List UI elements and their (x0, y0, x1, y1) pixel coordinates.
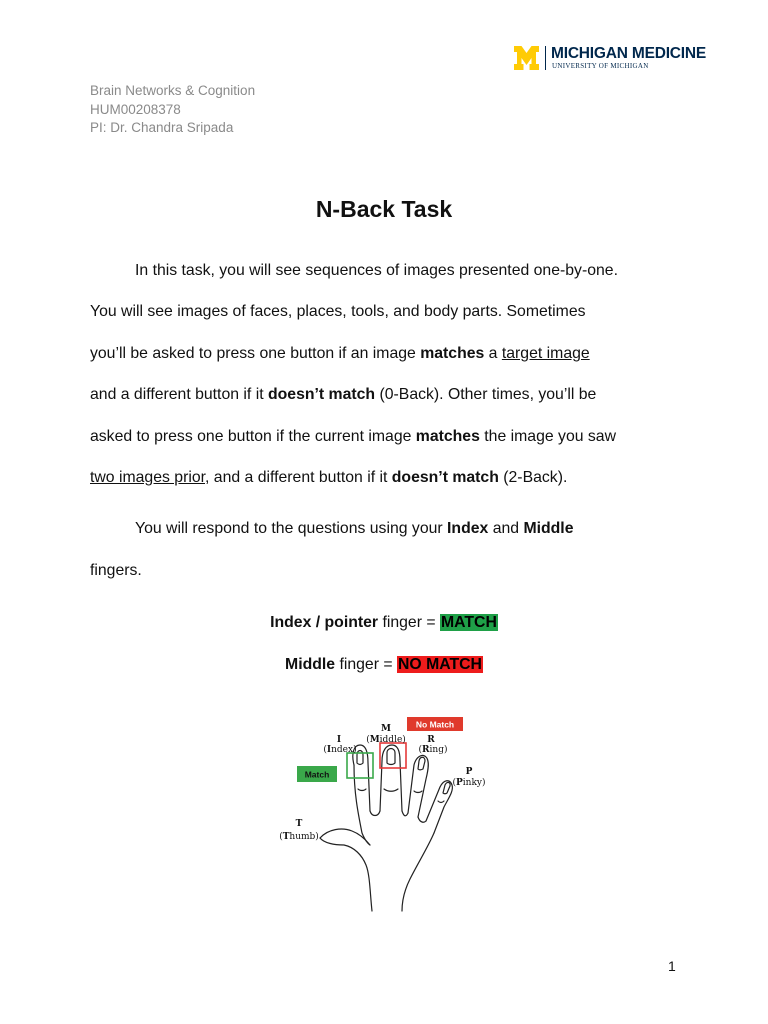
study-id: HUM00208378 (90, 101, 181, 117)
bold-run: M (370, 735, 380, 745)
bold-run: R (422, 745, 430, 755)
index-mapping: Index / pointer finger = MATCH (0, 614, 768, 632)
intro-line: asked to press one button if the current… (90, 428, 616, 446)
bold-run: P (456, 778, 463, 788)
intro-line: you’ll be asked to press one button if a… (90, 345, 590, 363)
logo-subtitle: UNIVERSITY OF MICHIGAN (552, 62, 649, 70)
no-match-highlight: NO MATCH (397, 656, 483, 673)
logo-divider (545, 46, 546, 70)
text-run: a (484, 345, 502, 362)
bold-run: matches (420, 345, 485, 362)
text-run: (0-Back). Other times, you’ll be (375, 386, 597, 403)
thumb-label: (Thumb) (279, 831, 319, 842)
match-tag (297, 766, 337, 782)
match-tag-label: Match (305, 770, 330, 780)
no-match-tag-label: No Match (416, 720, 454, 730)
no-match-tag (407, 717, 463, 731)
text-run: (2-Back). (498, 469, 568, 486)
intro-line: and a different button if it doesn’t mat… (90, 386, 596, 404)
text-run: iddle) (380, 734, 406, 745)
text-run: ( (366, 734, 370, 745)
intro-line: two images prior, and a different button… (90, 469, 567, 487)
index-label: (Index) (323, 744, 356, 755)
respond-line: fingers. (90, 562, 142, 579)
study-header: Brain Networks & Cognition HUM00208378 P… (90, 82, 255, 138)
index-match-box (346, 752, 374, 779)
bold-run: Index / pointer (270, 614, 379, 631)
logo-name: MICHIGAN MEDICINE (551, 45, 707, 62)
middle-label: (Middle) (366, 734, 406, 745)
bold-run: doesn’t match (391, 469, 499, 486)
text-run: inky) (463, 777, 486, 788)
block-m-icon (514, 46, 539, 70)
intro-line: In this task, you will see sequences of … (135, 262, 618, 279)
text-run: ndex) (331, 744, 356, 755)
middle-mapping: Middle finger = NO MATCH (0, 656, 768, 674)
pinky-label: (Pinky) (452, 777, 485, 788)
hand-diagram: No Match Match M (Middle) I (Index) R (R… (262, 693, 522, 913)
bold-run: T (283, 832, 290, 842)
bold-run: doesn’t match (268, 386, 376, 403)
index-letter: I (337, 735, 341, 745)
bold-run: Index (447, 520, 489, 537)
text-run: the image you saw (479, 428, 616, 445)
bold-run: Middle (523, 520, 574, 537)
text-run: ( (452, 777, 456, 788)
text-run: You will respond to the questions using … (135, 520, 448, 537)
page-number: 1 (668, 958, 676, 974)
text-run: ( (323, 744, 327, 755)
respond-line: You will respond to the questions using … (135, 520, 573, 538)
principal-investigator: PI: Dr. Chandra Sripada (90, 120, 234, 135)
text-run: finger = (335, 656, 397, 673)
bold-run: I (327, 745, 331, 755)
bold-run: matches (415, 428, 480, 445)
bold-run: Middle (285, 656, 336, 673)
text-run: , and a different button if it (205, 469, 392, 486)
match-highlight: MATCH (440, 614, 498, 631)
text-run: ( (419, 744, 423, 755)
ring-letter: R (427, 735, 435, 745)
text-run: ing) (430, 744, 448, 755)
pinky-letter: P (466, 767, 473, 777)
thumb-letter: T (296, 819, 303, 829)
ring-label: (Ring) (419, 744, 448, 755)
middle-letter: M (381, 724, 391, 734)
underlined-run: target image (501, 345, 590, 362)
text-run: humb) (289, 831, 318, 842)
text-run: you’ll be asked to press one button if a… (90, 345, 421, 362)
intro-line: You will see images of faces, places, to… (90, 303, 586, 320)
text-run: finger = (378, 614, 440, 631)
michigan-medicine-logo: MICHIGAN MEDICINE UNIVERSITY OF MICHIGAN (514, 44, 706, 74)
hand-illustration: No Match Match M (Middle) I (Index) R (R… (279, 717, 486, 912)
text-run: and (488, 520, 524, 537)
middle-nomatch-box (379, 742, 407, 769)
text-run: and a different button if it (90, 386, 268, 403)
study-name: Brain Networks & Cognition (90, 83, 256, 98)
page-title: N-Back Task (315, 196, 453, 222)
underlined-run: two images prior (90, 469, 206, 486)
text-run: ( (279, 831, 283, 842)
text-run: asked to press one button if the current… (90, 428, 416, 445)
